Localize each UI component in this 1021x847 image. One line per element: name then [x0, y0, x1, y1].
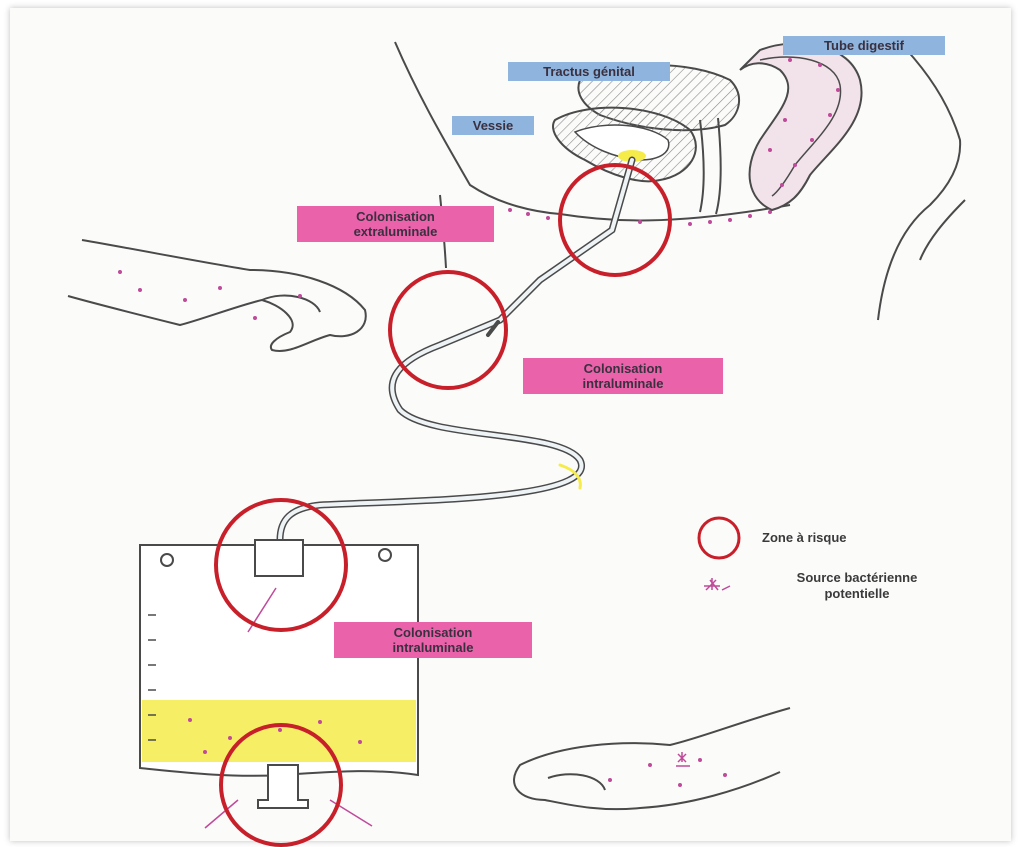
legend-source-line2: potentielle [752, 586, 962, 602]
legend-source-bacterienne: Source bactérienne potentielle [752, 570, 962, 602]
drainage-bag [140, 540, 418, 828]
skin-bacteria [508, 208, 772, 226]
label-colonisation-intraluminale-tube-line1: Colonisation [531, 361, 715, 376]
legend-risk-circle [699, 518, 739, 558]
bacteria-cluster-hand [676, 752, 690, 766]
legend-source-line1: Source bactérienne [752, 570, 962, 586]
label-tractus-genital: Tractus génital [508, 62, 670, 81]
upper-hand [68, 240, 366, 351]
label-colonisation-intraluminale-bag-line1: Colonisation [342, 625, 524, 640]
label-colonisation-extraluminale-line1: Colonisation [305, 209, 486, 224]
label-colonisation-intraluminale-tube: Colonisation intraluminale [523, 358, 723, 394]
legend-graphics [699, 518, 739, 590]
label-colonisation-extraluminale: Colonisation extraluminale [297, 206, 494, 242]
legend-bacteria-icon [704, 578, 730, 590]
legend-zone-a-risque: Zone à risque [762, 530, 902, 546]
digestive-tube [740, 43, 862, 210]
label-vessie: Vessie [452, 116, 534, 135]
label-colonisation-intraluminale-bag-line2: intraluminale [342, 640, 524, 655]
label-colonisation-intraluminale-tube-line2: intraluminale [531, 376, 715, 391]
label-tube-digestif: Tube digestif [783, 36, 945, 55]
lower-hand [514, 708, 790, 809]
risk-circle-junction [390, 272, 506, 388]
label-colonisation-extraluminale-line2: extraluminale [305, 224, 486, 239]
label-colonisation-intraluminale-bag: Colonisation intraluminale [334, 622, 532, 658]
